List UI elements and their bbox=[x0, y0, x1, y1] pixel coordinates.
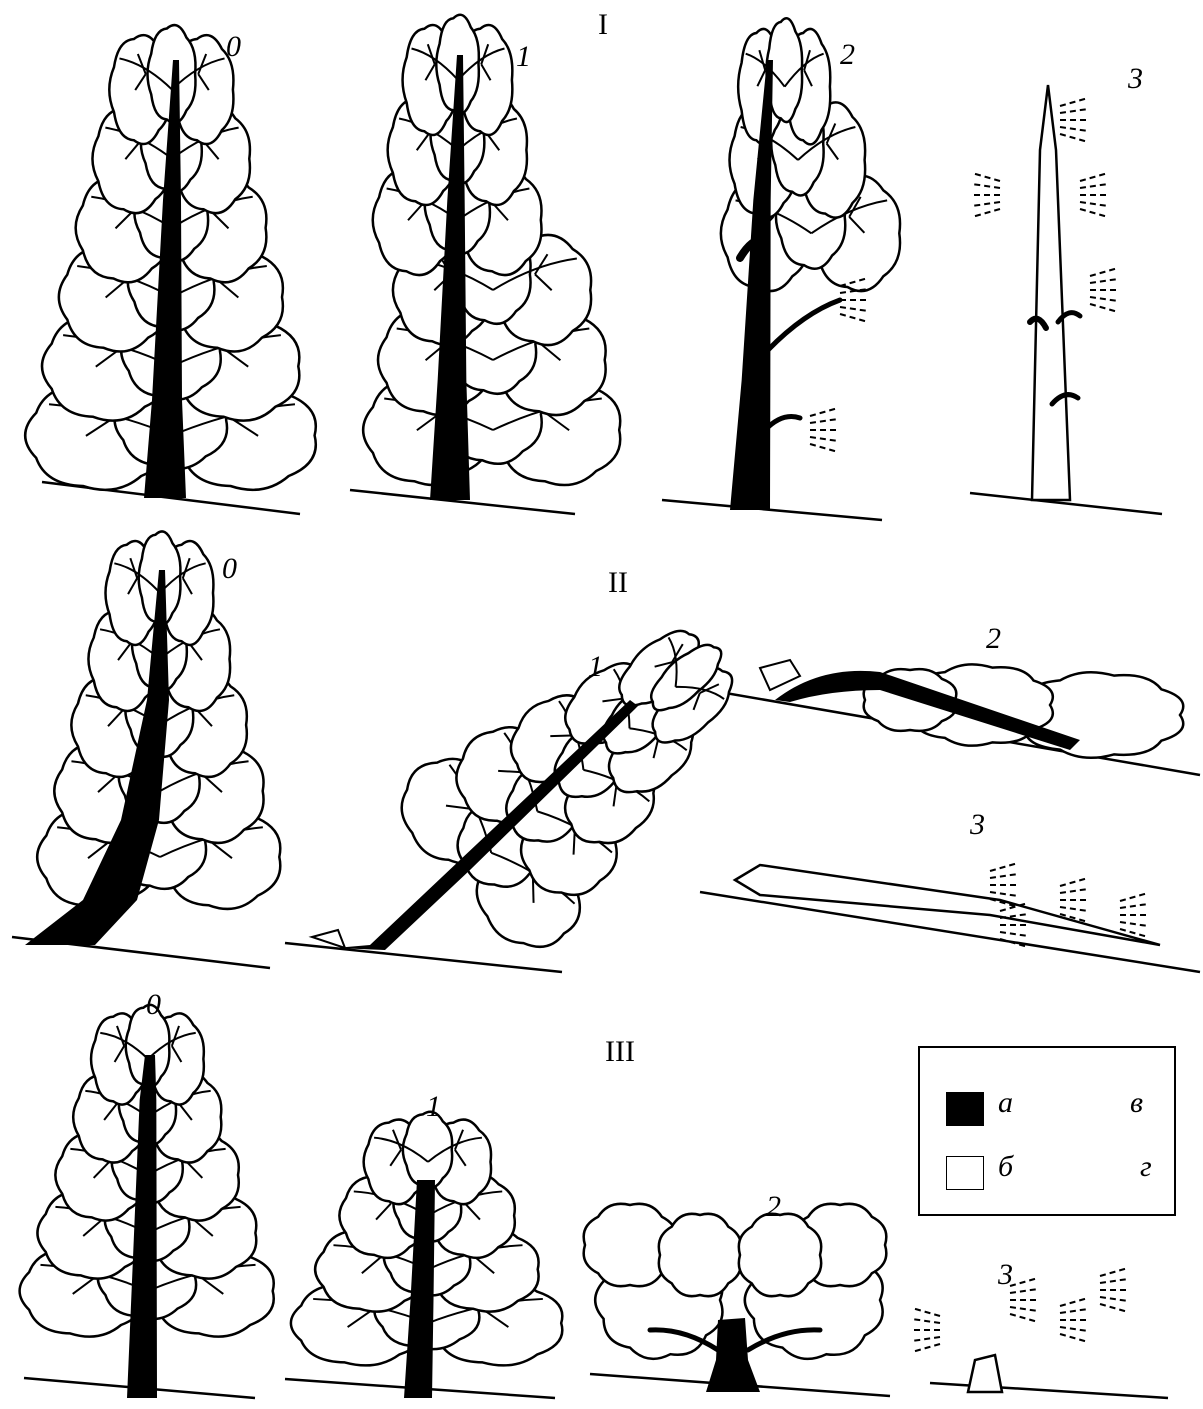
stage-label-1-0: 0 bbox=[226, 30, 241, 64]
white-square-icon bbox=[946, 1156, 984, 1190]
stage-label-1-3: 3 bbox=[1128, 62, 1143, 96]
dead-twig bbox=[1120, 922, 1148, 926]
stage-label-1-1: 1 bbox=[516, 40, 531, 74]
dead-twig bbox=[1090, 297, 1118, 301]
dead-twig bbox=[1090, 279, 1118, 283]
dead-twig bbox=[840, 307, 868, 311]
dead-twig bbox=[1010, 1307, 1038, 1311]
dead-twig bbox=[1060, 1309, 1088, 1313]
ground-line bbox=[662, 500, 882, 520]
branch bbox=[765, 417, 800, 431]
stage-label-2-1: 1 bbox=[588, 650, 603, 684]
dead-twig bbox=[1100, 1304, 1128, 1312]
dead-twig bbox=[972, 173, 1000, 181]
dead-twig bbox=[840, 314, 868, 322]
dead-twig bbox=[810, 444, 838, 452]
dead-twig bbox=[1080, 202, 1108, 206]
dead-twig bbox=[810, 437, 838, 441]
dead-twig bbox=[912, 1337, 940, 1341]
dead-twig bbox=[972, 184, 1000, 188]
tilted-crown-2-1 bbox=[380, 565, 791, 967]
dead-twig bbox=[1080, 209, 1108, 217]
dead-twig bbox=[990, 874, 1018, 878]
black-square-icon bbox=[946, 1092, 984, 1126]
dead-twig bbox=[972, 209, 1000, 217]
stage-label-3-3: 3 bbox=[998, 1258, 1013, 1292]
dead-twig bbox=[1100, 1297, 1128, 1301]
dead-twig bbox=[1080, 173, 1108, 181]
legend-letter-a: а bbox=[998, 1086, 1013, 1120]
legend: а б в г bbox=[918, 1046, 1176, 1216]
stage-label-3-2: 2 bbox=[766, 1190, 781, 1224]
dead-twig bbox=[1120, 904, 1148, 908]
dead-twig bbox=[810, 419, 838, 423]
dead-twig bbox=[1090, 304, 1118, 312]
dead-twig bbox=[1060, 134, 1088, 142]
dead-twig bbox=[1060, 907, 1088, 911]
dead-twig bbox=[1060, 98, 1088, 106]
stump-2-2 bbox=[760, 660, 800, 690]
dead-twig bbox=[810, 408, 838, 416]
dead-twig bbox=[1060, 889, 1088, 893]
dead-twig bbox=[912, 1319, 940, 1323]
stage-label-2-2: 2 bbox=[986, 622, 1001, 656]
dead-twig bbox=[1060, 127, 1088, 131]
dead-twig bbox=[1060, 1298, 1088, 1306]
group-label-2: II bbox=[608, 566, 628, 600]
group-label-3: III bbox=[605, 1035, 635, 1069]
dead-twig bbox=[1010, 1289, 1038, 1293]
dead-twig bbox=[1060, 1327, 1088, 1331]
legend-letter-g: г bbox=[1140, 1150, 1152, 1184]
branch bbox=[768, 300, 840, 350]
legend-letter-b: б bbox=[998, 1150, 1013, 1184]
dead-twig bbox=[1000, 932, 1028, 936]
group-label-1: I bbox=[598, 8, 608, 42]
stage-label-1-2: 2 bbox=[840, 38, 855, 72]
dead-log-2-3 bbox=[735, 865, 1160, 945]
dead-trunk-1-3 bbox=[1032, 85, 1070, 500]
dead-twig bbox=[912, 1308, 940, 1316]
dead-twig bbox=[990, 863, 1018, 871]
dead-twig bbox=[1100, 1279, 1128, 1283]
ground-line bbox=[285, 943, 562, 972]
dead-twig bbox=[1060, 109, 1088, 113]
crown-lobe bbox=[739, 1214, 821, 1296]
dead-twig bbox=[912, 1344, 940, 1352]
stage-label-3-0: 0 bbox=[146, 988, 161, 1022]
dead-twig bbox=[1090, 268, 1118, 276]
dead-twig bbox=[1010, 1314, 1038, 1322]
dead-twig bbox=[1060, 878, 1088, 886]
dead-twig bbox=[1060, 1334, 1088, 1342]
dead-twig bbox=[1120, 893, 1148, 901]
crown-lobe bbox=[659, 1214, 741, 1296]
stage-label-3-1: 1 bbox=[426, 1090, 441, 1124]
dead-twig bbox=[1100, 1268, 1128, 1276]
ground-line bbox=[930, 1383, 1168, 1398]
dead-stump-3-3 bbox=[968, 1355, 1002, 1392]
stage-label-2-0: 0 bbox=[222, 552, 237, 586]
dead-twig bbox=[990, 892, 1018, 896]
dead-twig bbox=[1080, 184, 1108, 188]
stage-label-2-3: 3 bbox=[970, 808, 985, 842]
legend-letter-v: в bbox=[1130, 1086, 1143, 1120]
dead-twig bbox=[1010, 1278, 1038, 1286]
dead-twig bbox=[972, 202, 1000, 206]
